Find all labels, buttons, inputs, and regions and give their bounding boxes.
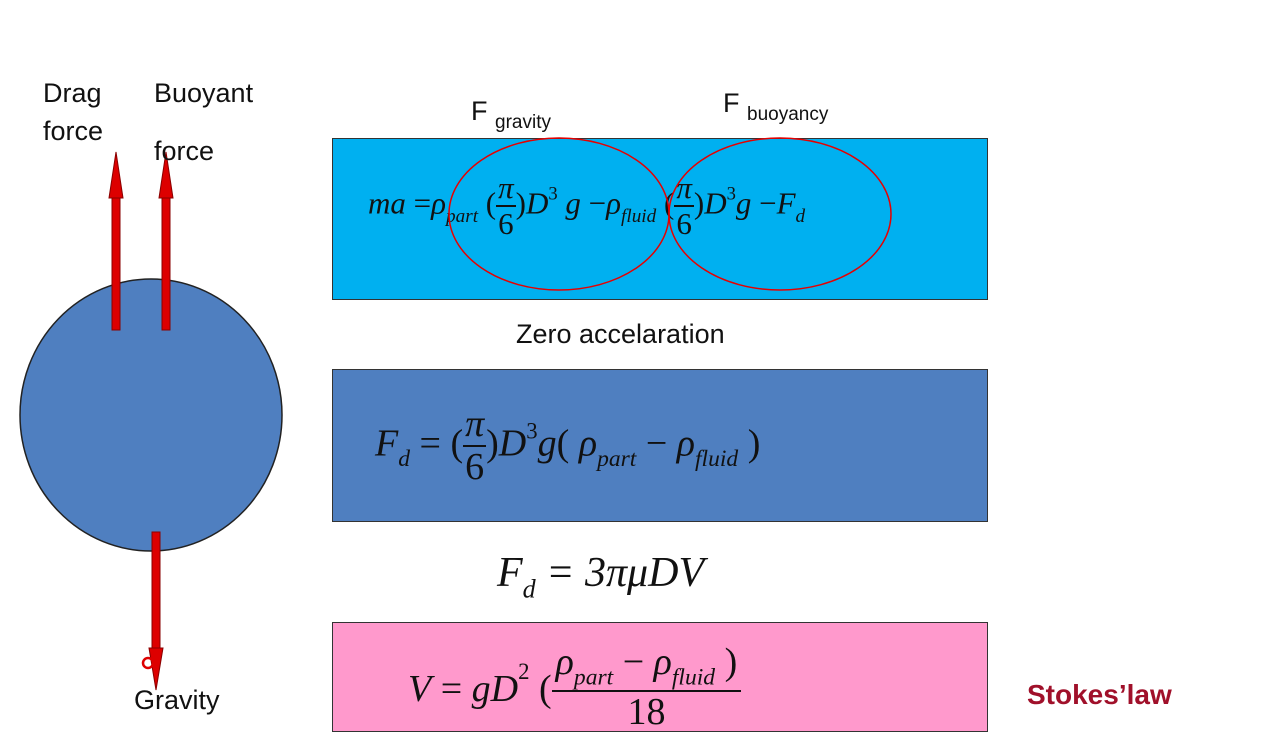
eq4-equals: = [440,668,463,710]
eq2-pi: π [463,403,487,447]
f-buoyancy-sub: buoyancy [747,104,829,125]
eq1-six: 6 [498,205,514,241]
buoyant-force-label-line1: Buoyant [154,78,254,108]
stokes-law-label: Stokes’law [1027,679,1172,710]
eq1-cube: 3 [548,183,558,205]
eq4-gD: gD [471,668,519,710]
eq2-paren-close: ) [486,422,499,465]
gravity-arrow [148,531,164,691]
eq2-paren-open: ( [450,422,464,465]
eq1-cube-b: 3 [726,183,736,205]
eq1-six-b: 6 [676,205,692,241]
eq1-equals: = [413,185,432,221]
eq4-denominator: 18 [627,691,666,734]
eq2-D: D [498,422,527,465]
eq4-rho-part: ρ [555,641,574,683]
eq4-fluid-sub: fluid [671,664,716,691]
equation-settling-velocity: V = gD2 (ρpart − ρfluid )18 [408,641,742,734]
eq2-equals: = [419,422,441,465]
eq2-cube: 3 [526,418,538,444]
eq4-square: 2 [518,659,530,684]
f-buoyancy-label: F buoyancy [723,88,828,126]
eq2-rho-fluid: ρ [676,422,696,465]
eq2-d-sub: d [398,446,410,473]
eq1-paren-open: ( [485,185,497,221]
eq2-paren2-open: ( [556,422,570,465]
eq1-minus-b: − [759,185,777,221]
cursor-marker [141,656,155,670]
f-buoyancy-main: F [723,88,740,118]
eq1-D-b: D [704,185,727,221]
eq2-rho-part: ρ [578,422,598,465]
drag-force-label-line1: Drag [43,78,102,108]
eq1-paren2-close: ) [693,185,705,221]
equation-box-drag [332,369,988,522]
drag-force-arrow [108,151,124,331]
eq1-D: D [525,185,549,221]
eq4-minus: − [622,641,645,683]
eq1-rho-fluid: ρ [606,185,622,221]
gravity-label: Gravity [134,685,220,715]
drag-force-label-line2: force [43,116,104,146]
particle-circle [19,278,283,552]
eq1-d-sub: d [795,206,806,228]
eq4-rho-fluid: ρ [653,641,672,683]
eq1-F: F [776,185,796,221]
zero-acceleration-label: Zero accelaration [516,319,725,349]
eq2-fluid-sub: fluid [695,446,739,473]
eq1-paren-close: ) [515,185,526,221]
buoyant-force-label-line2: force [154,136,215,166]
eq2-paren2-close: ) [747,422,761,465]
eq1-rho-part: ρ [431,185,447,221]
eq2-six: 6 [465,445,485,488]
eq1-pi-b: π [674,170,694,207]
eq1-minus: − [588,185,607,221]
f-gravity-main: F [471,96,488,126]
eq4-V: V [408,668,432,710]
eq4-fraction: ρpart − ρfluid )18 [551,641,742,734]
eq2-g: g [537,422,557,465]
eq1-fluid-sub: fluid [621,206,657,228]
eq2-part-sub: part [597,446,637,473]
eq4-paren-open: ( [539,668,552,710]
eq3-d-sub: d [522,574,536,604]
eq1-g: g [565,185,581,221]
eq1-paren2-open: ( [664,185,675,221]
eq4-numerator: ρpart − ρfluid ) [551,641,742,693]
f-gravity-sub: gravity [495,112,551,133]
eq2-minus: − [645,422,668,465]
buoyant-force-arrow [158,151,174,331]
eq2-F: F [375,422,399,465]
eq1-part-sub: part [446,206,479,228]
eq1-pi: π [496,170,516,207]
eq1-g-b: g [735,185,752,221]
eq3-F: F [497,550,523,596]
eq4-paren-close: ) [724,641,738,683]
eq1-ma: ma [368,185,406,221]
f-gravity-label: F gravity [471,96,551,134]
eq3-rhs: = 3πμDV [546,550,705,596]
eq4-part-sub: part [573,664,614,691]
equation-stokes-drag: Fd = 3πμDV [497,549,704,605]
